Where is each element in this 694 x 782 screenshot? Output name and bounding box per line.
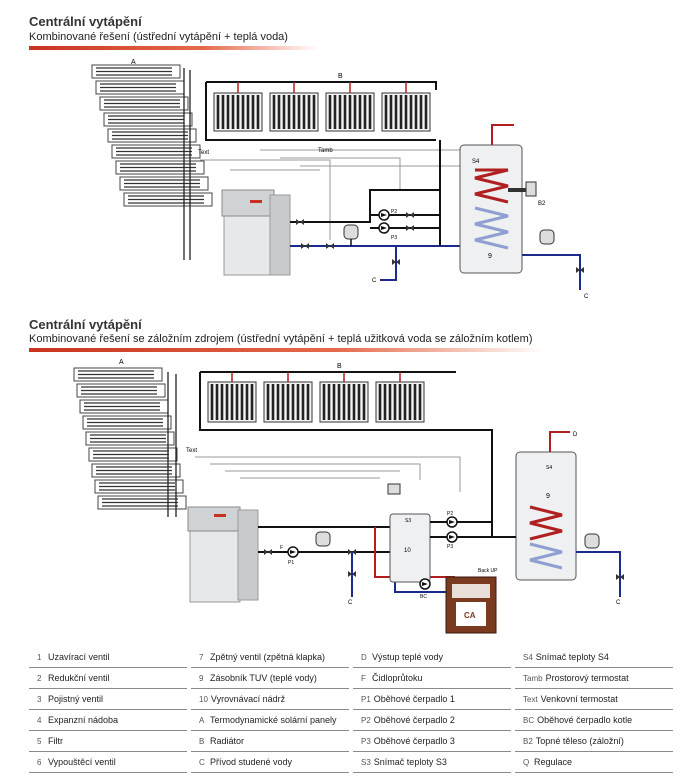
label-d: D [573, 432, 578, 438]
label-c1: C [372, 278, 377, 284]
label-f: F [280, 545, 283, 551]
section1-title: Centrální vytápění [29, 14, 142, 29]
label-tamb: Tamb [318, 148, 333, 154]
label-a-2: A [119, 359, 124, 366]
label-text-2: Text [186, 448, 197, 454]
section1-accent-bar [29, 46, 319, 50]
label-bc: BC [420, 594, 427, 600]
label-p1: P1 [288, 560, 294, 566]
solar-panels-a [91, 64, 213, 260]
label-10: 10 [404, 548, 411, 554]
label-a: A [131, 59, 136, 66]
label-s4-2: S4 [546, 465, 552, 471]
label-c1-2: C [348, 600, 353, 606]
label-9: 9 [488, 253, 492, 260]
label-s3: S3 [405, 518, 411, 524]
label-c2: C [584, 294, 589, 300]
label-p2-2: P2 [447, 511, 453, 517]
label-ca: CA [464, 611, 476, 620]
section1-subtitle: Kombinované řešení (ústřední vytápění + … [29, 31, 288, 43]
label-9-2: 9 [546, 493, 550, 500]
label-b: B [338, 73, 343, 80]
label-c2-2: C [616, 600, 621, 606]
heat-pump-unit [221, 189, 291, 276]
label-b-2: B [337, 363, 342, 370]
section2-accent-bar [29, 348, 544, 352]
label-s4: S4 [472, 159, 480, 165]
label-p2: P2 [391, 209, 397, 215]
label-p3: P3 [391, 235, 397, 241]
section2-title: Centrální vytápění [29, 317, 142, 332]
label-b2: B2 [538, 201, 546, 207]
diagram2: A B Text P1 F 10 S3 P2 P3 CA Back [73, 359, 624, 634]
label-p3-2: P3 [447, 544, 453, 550]
radiators-b-2 [199, 371, 493, 537]
heat-pump-unit-2 [187, 506, 259, 603]
diagram1: A B Text Tamb P2 P3 C S4 B2 [91, 59, 589, 300]
label-backup: Back UP [478, 568, 498, 574]
backup-boiler-ca [445, 576, 497, 634]
hot-water-tank-9-2 [515, 451, 577, 581]
label-text: Text [198, 150, 209, 156]
hot-water-tank-9 [459, 144, 537, 274]
radiators-b [205, 81, 437, 141]
buffer-tank-10 [387, 483, 431, 583]
section2-subtitle: Kombinované řešení se záložním zdrojem (… [29, 333, 533, 345]
solar-panels-a-2 [73, 367, 187, 517]
